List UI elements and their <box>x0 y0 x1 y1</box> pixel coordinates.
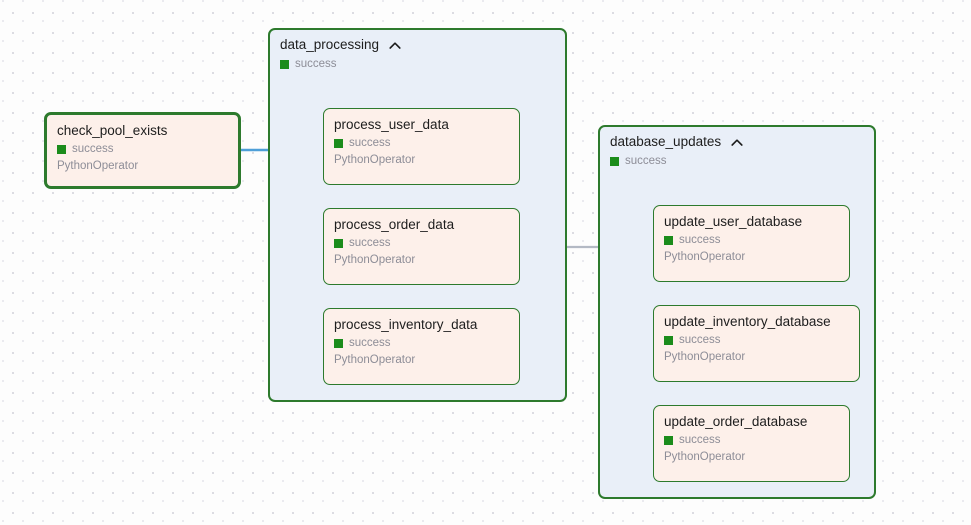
task-status-row: success <box>664 434 839 447</box>
task-operator-label: PythonOperator <box>57 160 139 172</box>
group-status-database-updates: success <box>610 155 864 168</box>
group-header-database-updates[interactable]: database_updates success <box>610 133 864 168</box>
task-status-label: success <box>349 237 391 249</box>
task-status-label: success <box>679 434 721 446</box>
task-node-update-inventory-database[interactable]: update_inventory_database success Python… <box>653 305 860 382</box>
group-header-data-processing[interactable]: data_processing success <box>280 36 555 71</box>
task-status-row: success <box>57 143 228 156</box>
task-operator-label: PythonOperator <box>334 154 416 166</box>
group-status-label: success <box>295 58 337 71</box>
group-title-label: database_updates <box>610 134 722 149</box>
task-status-label: success <box>349 337 391 349</box>
task-status-label: success <box>349 137 391 149</box>
task-status-row: success <box>334 137 509 150</box>
task-title-label: check_pool_exists <box>57 123 168 138</box>
task-operator-label: PythonOperator <box>664 351 746 363</box>
task-node-process-order-data[interactable]: process_order_data success PythonOperato… <box>323 208 520 285</box>
group-status-data-processing: success <box>280 58 555 71</box>
task-status-row: success <box>664 334 849 347</box>
status-square-success-icon <box>610 157 619 167</box>
task-node-update-order-database[interactable]: update_order_database success PythonOper… <box>653 405 850 482</box>
status-square-success-icon <box>664 236 673 245</box>
task-status-label: success <box>72 143 114 155</box>
task-title-label: update_order_database <box>664 414 808 429</box>
status-square-success-icon <box>57 145 66 154</box>
status-square-success-icon <box>334 239 343 248</box>
status-square-success-icon <box>334 139 343 148</box>
task-title-label: update_user_database <box>664 214 803 229</box>
group-title-label: data_processing <box>280 37 380 52</box>
task-operator-label: PythonOperator <box>664 251 746 263</box>
task-node-process-inventory-data[interactable]: process_inventory_data success PythonOpe… <box>323 308 520 385</box>
chevron-up-icon[interactable] <box>730 134 743 152</box>
status-square-success-icon <box>664 436 673 445</box>
task-status-row: success <box>334 337 509 350</box>
task-title-label: update_inventory_database <box>664 314 831 329</box>
task-node-update-user-database[interactable]: update_user_database success PythonOpera… <box>653 205 850 282</box>
chevron-up-icon[interactable] <box>388 37 401 55</box>
task-node-check-pool-exists[interactable]: check_pool_exists success PythonOperator <box>44 112 241 189</box>
task-status-row: success <box>664 234 839 247</box>
task-operator-label: PythonOperator <box>334 354 416 366</box>
task-status-label: success <box>679 334 721 346</box>
task-title-label: process_inventory_data <box>334 317 478 332</box>
task-title-label: process_user_data <box>334 117 449 132</box>
status-square-success-icon <box>280 60 289 70</box>
task-node-process-user-data[interactable]: process_user_data success PythonOperator <box>323 108 520 185</box>
task-title-label: process_order_data <box>334 217 455 232</box>
task-status-label: success <box>679 234 721 246</box>
task-operator-label: PythonOperator <box>334 254 416 266</box>
status-square-success-icon <box>664 336 673 345</box>
task-operator-label: PythonOperator <box>664 451 746 463</box>
group-status-label: success <box>625 155 667 168</box>
status-square-success-icon <box>334 339 343 348</box>
task-status-row: success <box>334 237 509 250</box>
